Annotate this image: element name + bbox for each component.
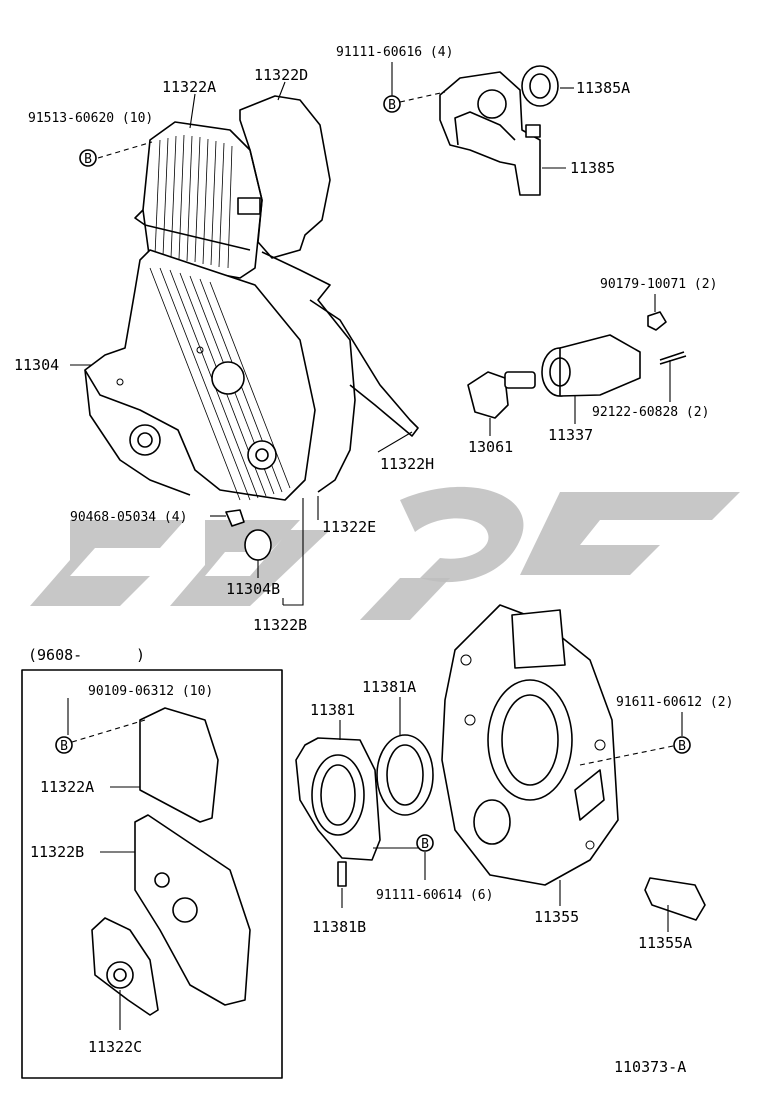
inset-frame bbox=[21, 669, 283, 1079]
label-92122-60828: 92122-60828 (2) bbox=[592, 405, 709, 420]
label-90468-05034: 90468-05034 (4) bbox=[70, 510, 187, 525]
nut-90179 bbox=[647, 311, 667, 331]
label-91111-60616: 91111-60616 (4) bbox=[336, 45, 453, 60]
cover-11355A bbox=[644, 877, 706, 921]
gasket-11322E bbox=[261, 251, 356, 493]
svg-text:B: B bbox=[60, 739, 68, 754]
label-11322B: 11322B bbox=[253, 616, 307, 634]
inset-label-90109-06312: 90109-06312 (10) bbox=[88, 684, 213, 699]
rotor-13061 bbox=[467, 371, 536, 419]
label-11381A: 11381A bbox=[362, 678, 416, 696]
label-11381B: 11381B bbox=[312, 918, 366, 936]
inset-label-11322B: 11322B bbox=[30, 843, 84, 861]
label-13061: 13061 bbox=[468, 438, 513, 456]
upper-timing-cover bbox=[134, 121, 263, 279]
label-11322H: 11322H bbox=[380, 455, 434, 473]
svg-text:B: B bbox=[421, 837, 429, 852]
gasket-11322H bbox=[309, 299, 419, 437]
svg-text:B: B bbox=[388, 98, 396, 113]
label-11304B: 11304B bbox=[226, 580, 280, 598]
label-91111-60614: 91111-60614 (6) bbox=[376, 888, 493, 903]
label-11337: 11337 bbox=[548, 426, 593, 444]
inset-label-11322C: 11322C bbox=[88, 1038, 142, 1056]
bolt-marker-1: B bbox=[79, 149, 97, 167]
inset-cover-11322B bbox=[134, 814, 251, 1006]
label-11385: 11385 bbox=[570, 159, 615, 177]
watermark-logo bbox=[30, 486, 740, 620]
bolt-marker-4: B bbox=[416, 834, 434, 852]
label-11355: 11355 bbox=[534, 908, 579, 926]
leader-lines bbox=[67, 62, 683, 1030]
svg-text:B: B bbox=[678, 739, 686, 754]
clip-90468 bbox=[225, 509, 245, 527]
oil-seal-11385A bbox=[521, 65, 559, 107]
bolt-marker-5: B bbox=[55, 736, 73, 754]
housing-11337 bbox=[541, 334, 641, 397]
inset-cover-11322A bbox=[139, 707, 219, 823]
label-11322E: 11322E bbox=[322, 518, 376, 536]
bolt-marker-2: B bbox=[383, 95, 401, 113]
label-11322A: 11322A bbox=[162, 78, 216, 96]
inset-label-11322A: 11322A bbox=[40, 778, 94, 796]
label-91513-60620: 91513-60620 (10) bbox=[28, 111, 153, 126]
inset-date-code: (9608- bbox=[28, 646, 82, 664]
svg-text:B: B bbox=[84, 152, 92, 167]
plug-11304B bbox=[244, 529, 272, 561]
lower-timing-cover bbox=[84, 249, 316, 501]
label-90179-10071: 90179-10071 (2) bbox=[600, 277, 717, 292]
inset-labels: (9608- ) 90109-06312 (10) 11322A 11322B … bbox=[28, 646, 213, 1056]
case-11385 bbox=[439, 71, 541, 196]
label-11385A: 11385A bbox=[576, 79, 630, 97]
inset-cover-11322C bbox=[91, 917, 159, 1016]
retainer-11381 bbox=[295, 737, 381, 861]
inset-date-close: ) bbox=[136, 646, 145, 664]
oil-seal-11381A bbox=[376, 734, 434, 816]
diagram-reference: 110373-A bbox=[614, 1058, 686, 1076]
label-11381: 11381 bbox=[310, 701, 355, 719]
label-91611-60612: 91611-60612 (2) bbox=[616, 695, 733, 710]
bolt-marker-3: B bbox=[673, 736, 691, 754]
part-labels: 11322A 11322D 91111-60616 (4) 11385A 113… bbox=[14, 45, 733, 952]
end-plate-11355 bbox=[441, 604, 619, 886]
pin-11381B bbox=[337, 861, 347, 887]
label-11304: 11304 bbox=[14, 356, 59, 374]
gasket-11322D bbox=[239, 95, 331, 259]
stud-92122 bbox=[659, 351, 687, 365]
label-11355A: 11355A bbox=[638, 934, 692, 952]
label-11322D: 11322D bbox=[254, 66, 308, 84]
